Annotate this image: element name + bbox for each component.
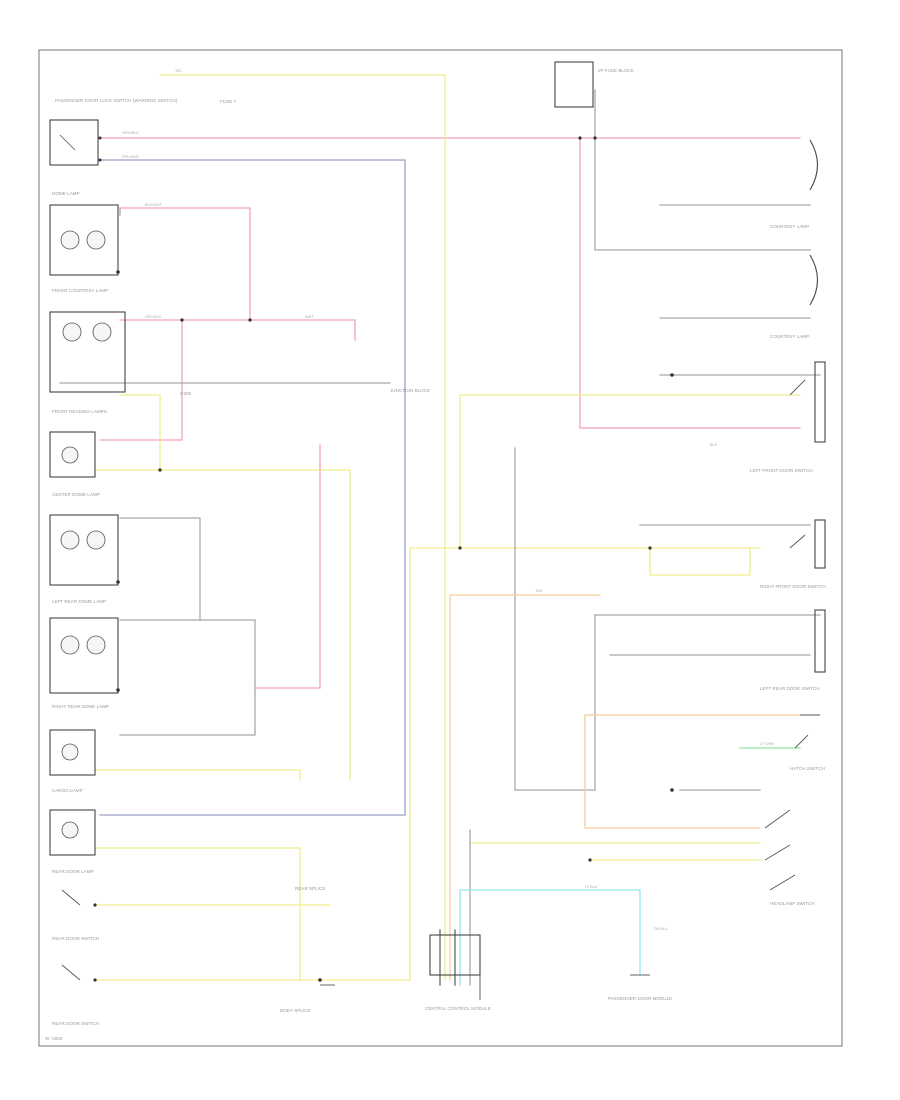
rear-door-switch-b: [61, 964, 97, 982]
wire-red-dome: [119, 207, 251, 321]
label-body-splice: BODY SPLICE: [280, 1008, 311, 1013]
cargo-lamp: [49, 729, 96, 776]
wire-label-2: ORG/BLK: [122, 131, 139, 135]
courtesy-right-1: [809, 139, 819, 191]
wire-label-5: GRY/BLK: [145, 315, 162, 319]
label-junction: JUNCTION BLOCK: [390, 388, 431, 393]
wire-yellow-rear-door: [94, 847, 411, 981]
label-central-ctrl: CENTRAL CONTROL MODULE: [425, 1006, 491, 1011]
wire-red-reading: [119, 319, 356, 341]
junction-dots: [158, 136, 674, 982]
label-fuse-block: I/P FUSE BLOCK: [598, 68, 635, 73]
wire-label-11: BLK: [710, 443, 718, 447]
left-door-switch: [789, 361, 826, 443]
label-rear-splice: REAR SPLICE: [295, 886, 325, 891]
label-left-rear-lamp: LEFT REAR DOME LAMP: [52, 599, 106, 604]
label-fuse: FUSE 7: [220, 99, 237, 104]
black-wires: [439, 929, 456, 986]
label-right-rear-lamp: RIGHT REAR DOME LAMP: [52, 704, 109, 709]
dome-lamp: [49, 204, 120, 276]
wire-yellow-main: [159, 74, 446, 981]
wire-yellow-right: [409, 547, 761, 981]
gray-wires: [59, 89, 821, 986]
label-left-rear-door-switch: LEFT REAR DOOR SWITCH: [760, 686, 820, 691]
driver-door-switch: [49, 119, 99, 166]
label-courtesy-right: COURTESY LAMP: [770, 224, 809, 229]
wire-label-8: LT GRN: [760, 742, 774, 746]
wire-label-6: WHT: [305, 315, 314, 319]
red-wires: [99, 137, 801, 689]
label-right-door-switch: RIGHT FRONT DOOR SWITCH: [760, 584, 826, 589]
wire-label-3: PPL/WHT: [122, 155, 140, 159]
label-dome-lamp: DOME LAMP: [52, 191, 80, 196]
wire-yellow-loop: [649, 547, 751, 576]
wire-tan-main: [449, 594, 601, 981]
front-courtesy-lamp: [49, 431, 96, 478]
wire-label-1: YEL: [175, 69, 182, 73]
reading-lamps: [49, 311, 126, 393]
label-center-lamp: CENTER DOME LAMP: [52, 492, 100, 497]
wire-gray-cargo: [119, 619, 256, 736]
label-courtesy-right-2: COURTESY LAMP: [770, 334, 809, 339]
wire-label-9: LT BLU: [585, 885, 598, 889]
label-rear-door-lamp: REAR DOOR LAMP: [52, 869, 94, 874]
wire-label-7: TAN: [535, 589, 543, 593]
wire-yellow-left-door: [459, 394, 801, 549]
wire-gray-left: [119, 517, 256, 621]
blue-wires: [99, 159, 406, 816]
fuse-block: [554, 61, 594, 108]
label-rear-door-switch-b: REAR DOOR SWITCH: [52, 1021, 99, 1026]
wire-yellow-cargo: [94, 769, 301, 781]
tan-wires: [449, 594, 801, 981]
footer-code: W· 0000: [45, 1036, 63, 1041]
courtesy-right-2: [809, 254, 819, 306]
left-rear-lamp: [49, 514, 120, 586]
wire-yellow-read: [119, 394, 161, 471]
wire-tan-hatch-v: [584, 714, 761, 829]
label-rear-door-switch-a: REAR DOOR SWITCH: [52, 936, 99, 941]
wire-label-4: BLK/WHT: [145, 203, 163, 207]
diagram-frame: [38, 49, 843, 1047]
wire-yellow-center: [94, 469, 351, 781]
hatch-switch: [794, 714, 820, 749]
left-rear-door-switch: [814, 609, 826, 673]
label-left-door-switch: LEFT FRONT DOOR SWITCH: [750, 468, 813, 473]
label-driver-door-switch: PASSENGER DOOR LOCK SWITCH (WARNING SWIT…: [55, 98, 178, 103]
cyan-wires: [459, 889, 641, 986]
label-reading-lamps: FRONT READING LAMPS: [52, 409, 107, 414]
central-control-connector: [429, 934, 481, 976]
right-rear-lamp: [49, 617, 120, 694]
wire-gray-top: [594, 89, 811, 251]
rear-door-lamp: [49, 809, 96, 856]
rear-door-switch-a: [61, 889, 97, 907]
wire-blue-loop: [99, 159, 406, 816]
label-courtesy-front: FRONT COURTESY LAMP: [52, 288, 108, 293]
label-headlamp-switch: HEADLAMP SWITCH: [770, 901, 815, 906]
wire-red-right: [579, 137, 801, 429]
yellow-wires: [94, 74, 801, 981]
label-cargo-lamp: CARGO LAMP: [52, 788, 83, 793]
wire-red-rear: [254, 444, 321, 689]
wire-red-front: [99, 319, 183, 441]
label-ground: G200: [180, 391, 192, 396]
wire-cyan: [459, 889, 641, 986]
label-passenger-module: PASSENGER DOOR MODULE: [608, 996, 672, 1001]
wire-label-10: DK BLU: [654, 927, 668, 931]
headlamp-switch: [764, 809, 796, 891]
right-door-switch: [789, 519, 826, 569]
label-hatch-switch: HATCH SWITCH: [790, 766, 825, 771]
wire-gray-splice: [514, 447, 596, 791]
